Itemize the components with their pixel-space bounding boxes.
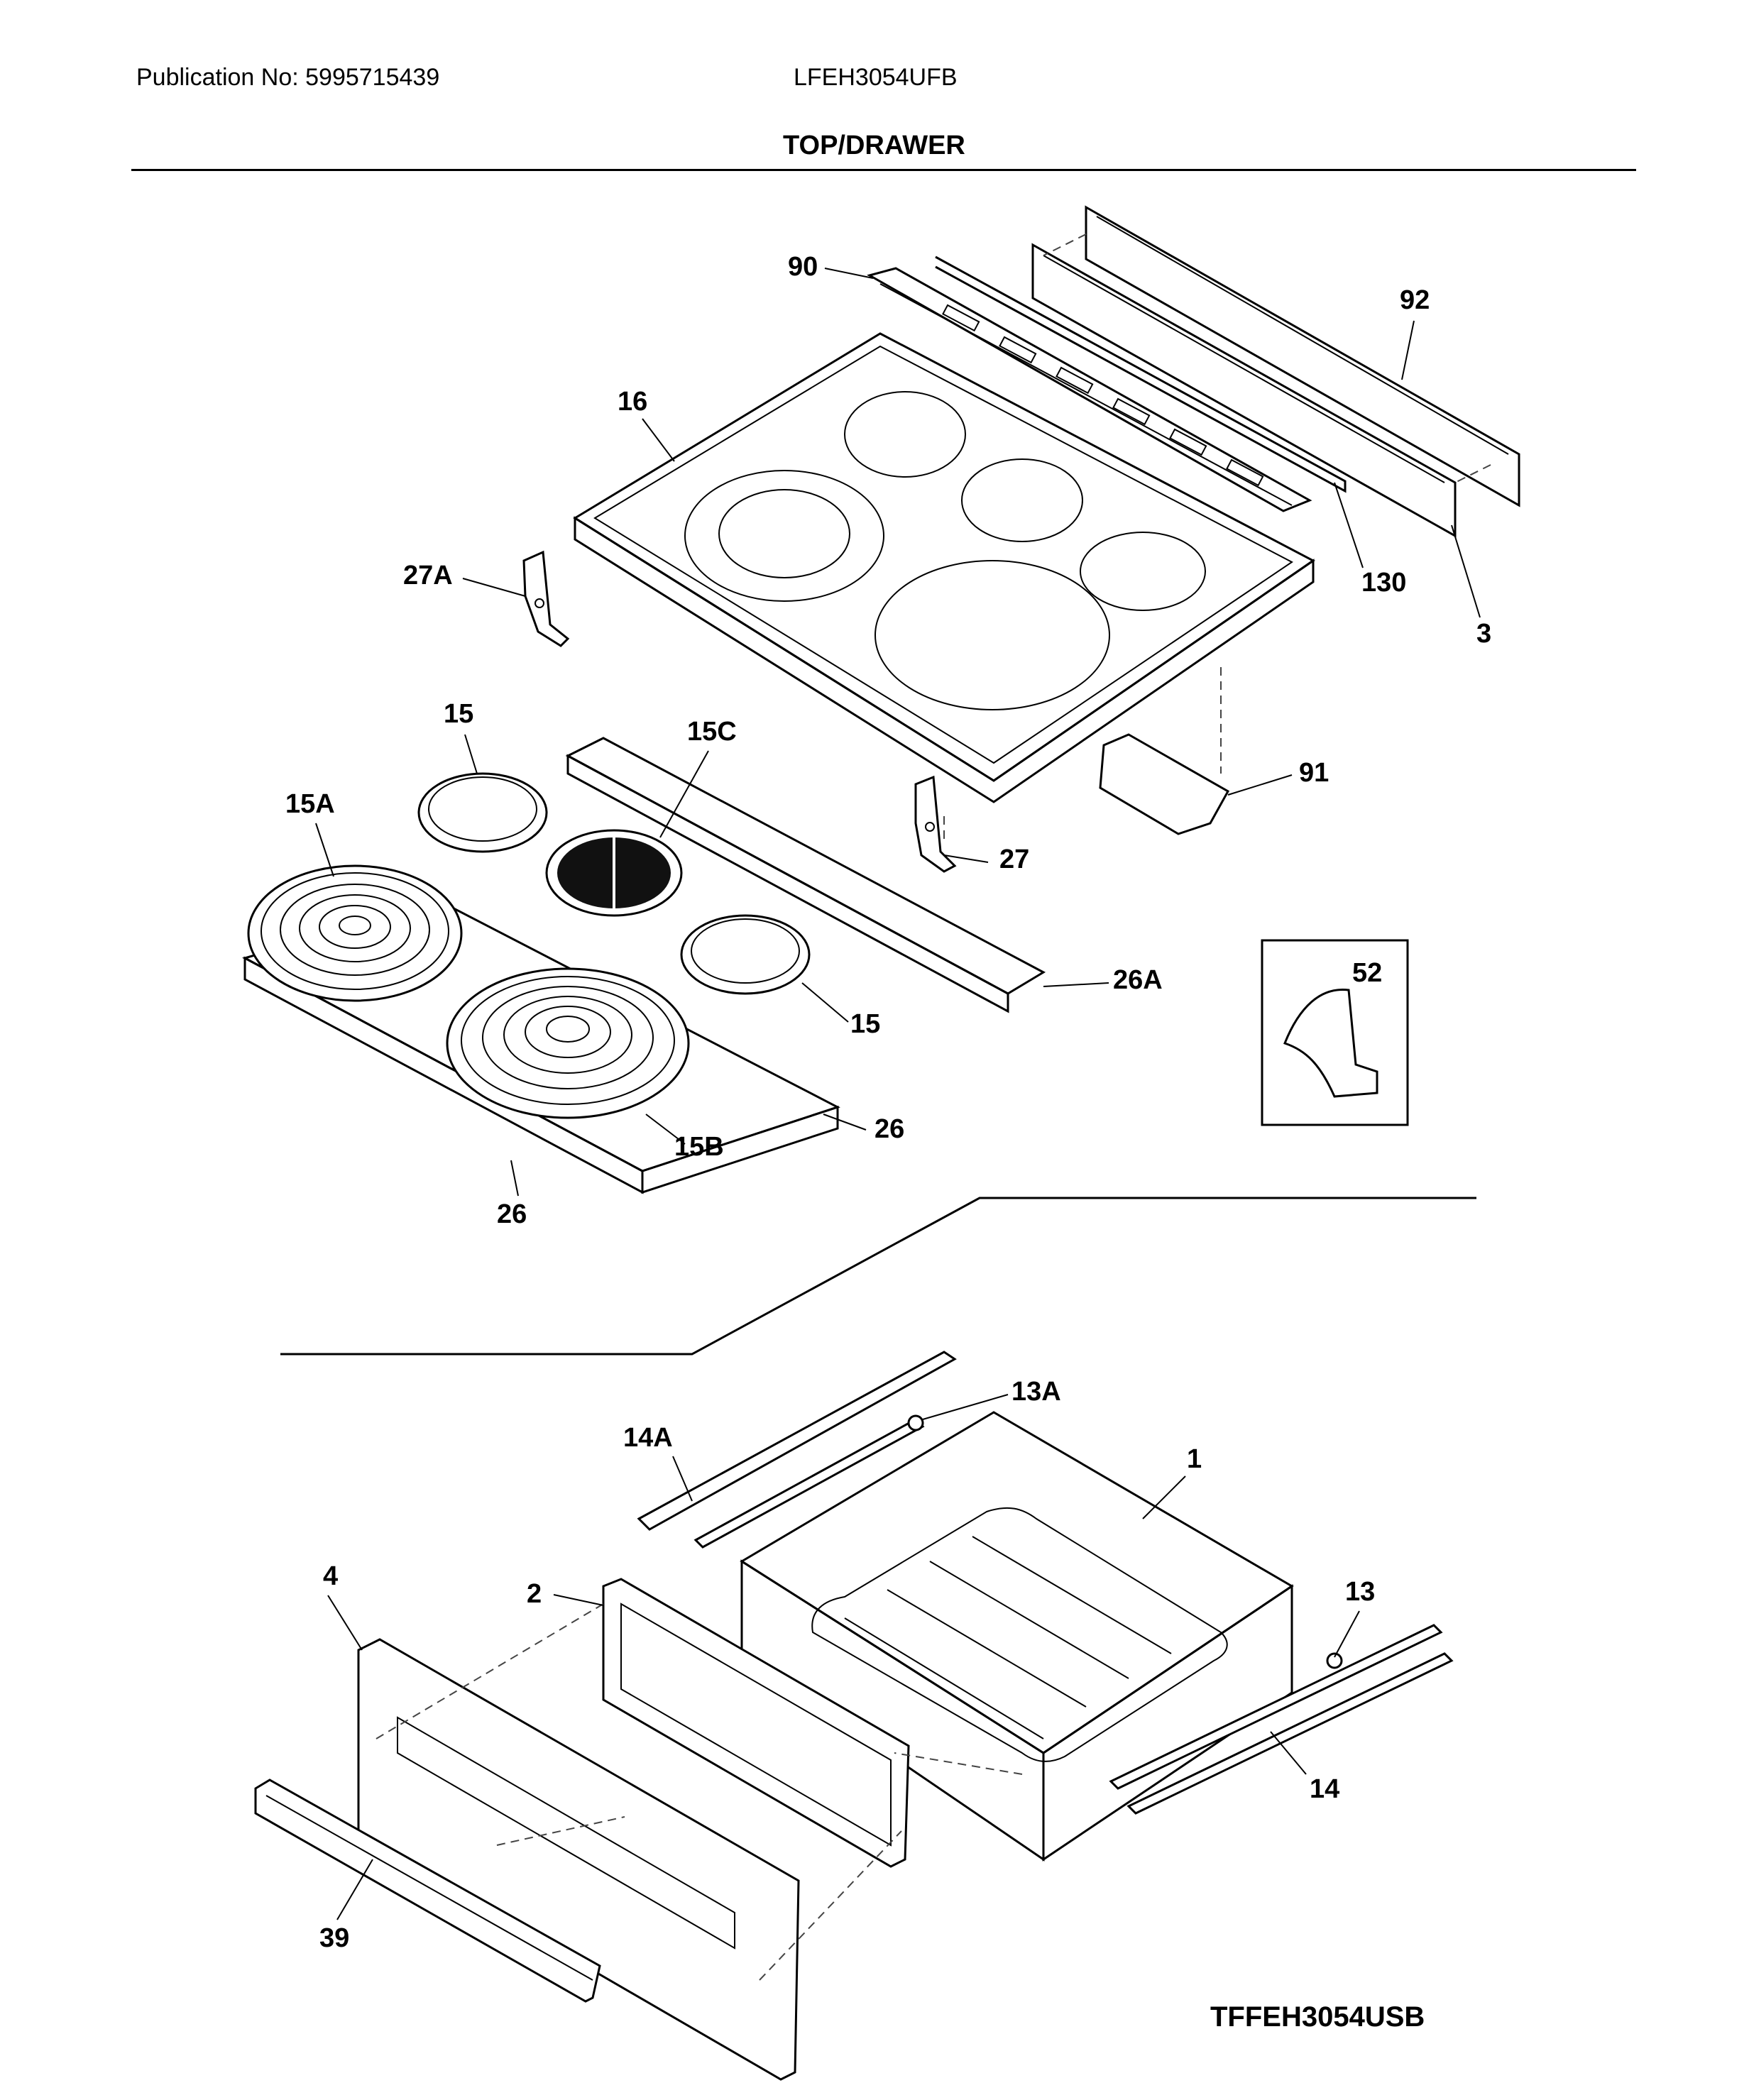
bracket-27a-part bbox=[522, 550, 570, 647]
element-15c-part bbox=[545, 829, 683, 917]
vent-trim-part bbox=[867, 267, 1312, 512]
callout-13a: 13A bbox=[1011, 1377, 1061, 1407]
drawer-rail-14-part bbox=[1109, 1624, 1454, 1815]
drawer-body-part bbox=[740, 1411, 1294, 1862]
element-15-top-part bbox=[417, 772, 548, 853]
callout-15-right: 15 bbox=[850, 1009, 881, 1039]
callout-27a: 27A bbox=[403, 561, 453, 590]
callout-leaders bbox=[315, 268, 1481, 1920]
drawer-frame-part bbox=[602, 1578, 910, 1868]
callout-14a: 14A bbox=[623, 1423, 673, 1453]
callout-91: 91 bbox=[1299, 758, 1329, 788]
bracket-91-part bbox=[1099, 733, 1230, 835]
callout-15c: 15C bbox=[687, 717, 737, 747]
callout-4: 4 bbox=[323, 1561, 339, 1591]
callout-52: 52 bbox=[1352, 958, 1383, 988]
bracket-27-part bbox=[914, 775, 957, 873]
rear-rail-part bbox=[935, 255, 1347, 493]
element-15-right-part bbox=[680, 914, 811, 995]
element-support-26a-part bbox=[565, 737, 1046, 1013]
drawer-rail-14a-part bbox=[637, 1351, 957, 1549]
callout-16: 16 bbox=[618, 387, 648, 417]
callout-14: 14 bbox=[1310, 1774, 1340, 1804]
callout-2: 2 bbox=[527, 1579, 542, 1609]
callout-130: 130 bbox=[1361, 568, 1407, 598]
callout-13: 13 bbox=[1345, 1577, 1376, 1607]
callout-15b: 15B bbox=[674, 1132, 724, 1162]
callout-92: 92 bbox=[1400, 285, 1430, 315]
callout-26-right: 26 bbox=[874, 1114, 905, 1144]
callout-26-bottom: 26 bbox=[497, 1199, 527, 1229]
header-rule bbox=[131, 169, 1636, 171]
diagram-code: TFFEH3054USB bbox=[1210, 2001, 1425, 2033]
element-15b-part bbox=[446, 967, 690, 1119]
element-15a-part bbox=[247, 864, 463, 1002]
model-number: LFEH3054UFB bbox=[794, 64, 958, 91]
cooktop-glass-part bbox=[573, 332, 1315, 803]
roller-13 bbox=[1326, 1652, 1343, 1669]
callout-15a: 15A bbox=[285, 789, 335, 819]
callout-27: 27 bbox=[999, 845, 1030, 874]
publication-number: Publication No: 5995715439 bbox=[136, 64, 440, 91]
callout-3: 3 bbox=[1476, 619, 1492, 649]
callout-26a: 26A bbox=[1113, 965, 1163, 995]
inset-part-52 bbox=[1261, 939, 1409, 1126]
section-title: TOP/DRAWER bbox=[783, 131, 965, 160]
callout-15-top: 15 bbox=[444, 699, 474, 729]
callout-90: 90 bbox=[788, 252, 818, 282]
section-divider bbox=[280, 1197, 1476, 1356]
callout-39: 39 bbox=[319, 1923, 350, 1953]
drawer-handle-part bbox=[254, 1779, 601, 2003]
roller-13a bbox=[907, 1414, 924, 1431]
callout-1: 1 bbox=[1187, 1444, 1202, 1474]
